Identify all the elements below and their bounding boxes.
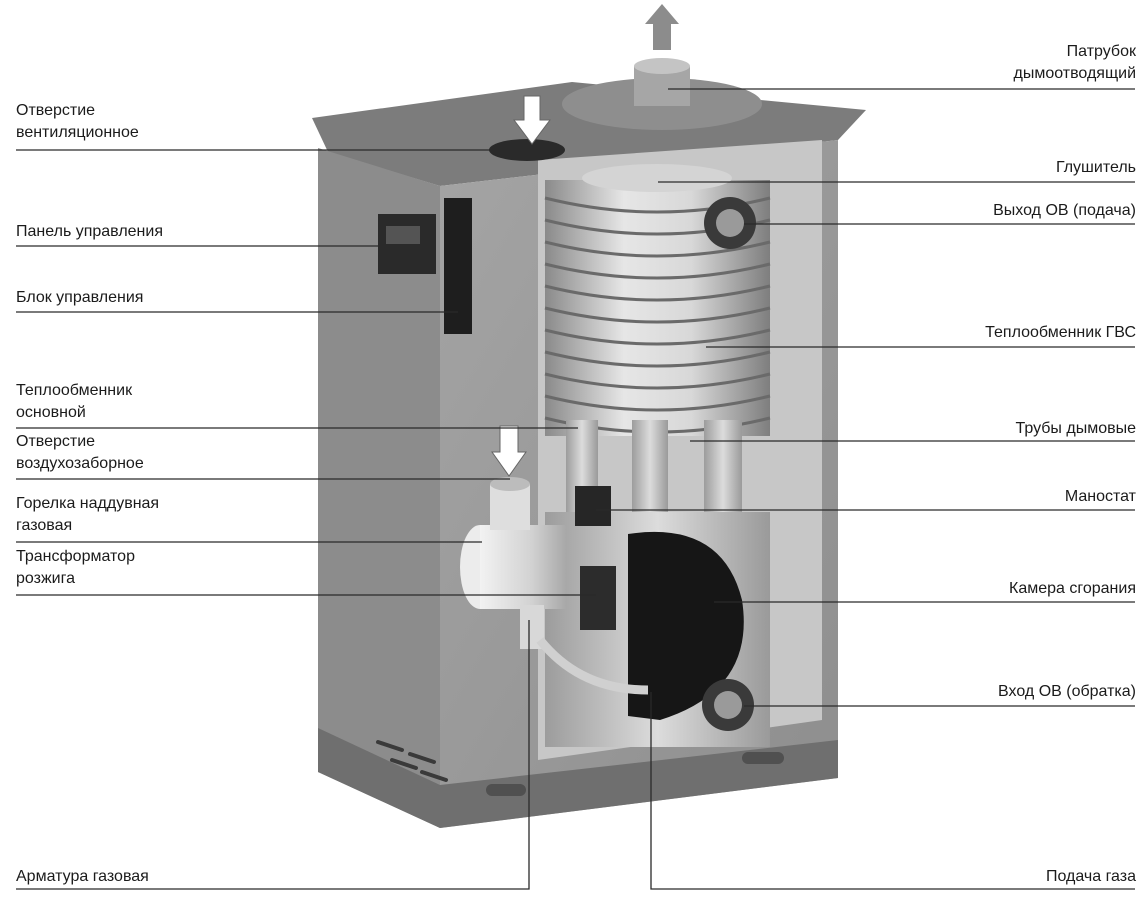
label-muffler-line1: Глушитель [1055, 159, 1136, 176]
label-main-exchanger-line2: основной [16, 404, 86, 421]
label-dhw-exchanger: Теплообменник ГВС [985, 322, 1136, 344]
casing-base [318, 728, 838, 828]
label-flue-pipe-line2: дымоотводящий [1013, 65, 1136, 82]
label-heating-outlet: Выход ОВ (подача) [993, 200, 1136, 222]
label-control-panel-line1: Панель управления [16, 223, 163, 240]
label-control-panel: Панель управления [16, 221, 163, 243]
label-gas-valve-line1: Арматура газовая [16, 868, 149, 885]
label-flue-tubes: Трубы дымовые [1015, 418, 1136, 440]
label-manostat: Маностат [1065, 486, 1136, 508]
label-flue-pipe-line1: Патрубок [1066, 43, 1136, 60]
control-unit-box [444, 198, 472, 334]
label-flue-pipe: Патрубок дымоотводящий [1013, 41, 1136, 85]
air-intake-pipe [490, 484, 530, 530]
label-vent-opening: Отверстие вентиляционное [16, 100, 139, 144]
label-main-exchanger: Теплообменник основной [16, 380, 132, 424]
base-slot-left [486, 784, 526, 796]
label-air-intake: Отверстие воздухозаборное [16, 431, 144, 475]
label-heating-inlet-line1: Вход ОВ (обратка) [998, 683, 1136, 700]
base-slot-right [742, 752, 784, 764]
control-panel-display [386, 226, 420, 244]
label-gas-valve: Арматура газовая [16, 866, 149, 888]
label-combustion-chamber-line1: Камера сгорания [1009, 580, 1136, 597]
inlet-fitting-bore [714, 691, 742, 719]
label-burner: Горелка наддувная газовая [16, 493, 159, 537]
label-gas-supply-line1: Подача газа [1045, 868, 1136, 885]
label-dhw-exchanger-line1: Теплообменник ГВС [985, 324, 1136, 341]
label-main-exchanger-line1: Теплообменник [16, 382, 133, 399]
label-ignition-transformer-line1: Трансформатор [16, 548, 135, 565]
label-burner-line2: газовая [16, 517, 73, 534]
muffler-top [582, 164, 732, 192]
label-control-unit-line1: Блок управления [16, 289, 144, 306]
label-ignition-transformer-line2: розжига [16, 570, 75, 587]
label-muffler: Глушитель [1056, 157, 1136, 179]
label-heating-outlet-line1: Выход ОВ (подача) [993, 202, 1136, 219]
label-heating-inlet: Вход ОВ (обратка) [998, 681, 1136, 703]
label-ignition-transformer: Трансформатор розжига [16, 546, 135, 590]
label-flue-tubes-line1: Трубы дымовые [1015, 420, 1136, 437]
casing-left-side [318, 148, 440, 828]
vent-arrow-icon [513, 95, 551, 145]
vent-hole [489, 139, 565, 161]
label-vent-opening-line2: вентиляционное [16, 124, 139, 141]
label-control-unit: Блок управления [16, 287, 143, 309]
flue-pipe-rim [634, 58, 690, 74]
label-gas-supply: Подача газа [1046, 866, 1136, 888]
label-burner-line1: Горелка наддувная [16, 495, 160, 512]
transformer-box [580, 566, 616, 630]
outlet-fitting-bore [716, 209, 744, 237]
air-intake-hole [490, 477, 530, 491]
label-manostat-line1: Маностат [1064, 488, 1136, 505]
label-vent-opening-line1: Отверстие [16, 102, 96, 119]
manostat-box [575, 486, 611, 526]
base-vent-slots [376, 740, 448, 782]
burner-body [480, 525, 566, 609]
exhaust-arrow-icon [645, 4, 679, 50]
gas-pipe [536, 637, 649, 695]
label-air-intake-line1: Отверстие [16, 433, 96, 450]
label-combustion-chamber: Камера сгорания [1009, 578, 1136, 600]
combustion-chamber [628, 531, 744, 720]
leader-lines [16, 88, 1135, 890]
air-intake-arrow-icon [491, 425, 527, 477]
label-air-intake-line2: воздухозаборное [16, 455, 144, 472]
